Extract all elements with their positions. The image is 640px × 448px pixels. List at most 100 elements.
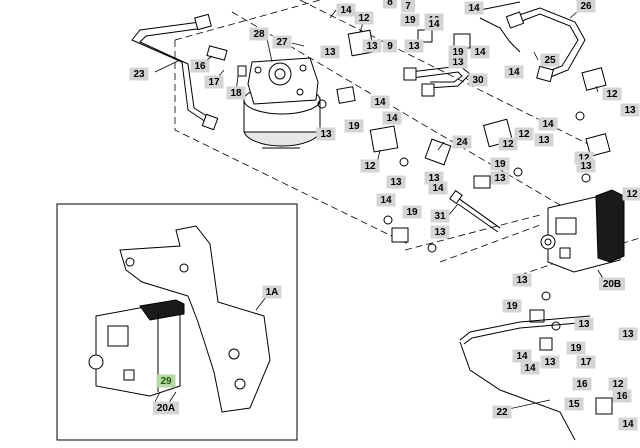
callout-13: 13 [404,39,424,53]
callout-box [566,341,586,355]
callout-box [534,133,554,147]
callout-text: 14 [386,113,398,124]
callout-text: 14 [542,119,554,130]
callout-14: 14 [428,181,448,195]
hydraulic-tube-30 [403,65,471,97]
callout-text: 14 [428,19,440,30]
callout-box [470,45,490,59]
callout-12: 12 [602,87,622,101]
callout-12: 12 [360,159,380,173]
callout-text: 13 [390,177,402,188]
callout-text: 12 [502,139,514,150]
callout-text: 24 [456,137,468,148]
callout-box [498,137,518,151]
callout-14: 14 [538,117,558,131]
callout-box [129,67,149,81]
callout-20b: 20B [599,277,625,291]
callout-19: 19 [344,119,364,133]
callout-14: 14 [336,3,356,17]
callout-13: 13 [430,225,450,239]
callout-24: 24 [452,135,472,149]
callout-box [574,317,594,331]
callout-text: 1A [266,287,279,298]
callout-box [618,417,638,431]
callout-box [564,397,584,411]
callout-14: 14 [464,1,484,15]
callout-text: 23 [133,69,145,80]
callout-labels: 1A78910121212121212121212131313131313131… [129,0,640,431]
callout-text: 19 [406,207,418,218]
callout-27: 27 [272,35,292,49]
callout-box [512,273,532,287]
callout-box [468,73,488,87]
callout-13: 13 [618,327,638,341]
detail-view [56,203,298,441]
callout-13: 13 [620,103,640,117]
callout-text: 12 [626,189,638,200]
callout-text: 29 [160,376,172,387]
callout-15: 15 [564,397,584,411]
callout-box [249,27,269,41]
callout-text: 13 [624,105,636,116]
callout-13: 13 [490,171,510,185]
callout-text: 8 [387,0,393,8]
callout-14: 14 [618,417,638,431]
callout-box [602,87,622,101]
callout-13: 13 [574,317,594,331]
callout-box [424,171,444,185]
callout-text: 18 [230,88,242,99]
callout-box [504,65,524,79]
callout-box [452,135,472,149]
callout-box [430,209,450,223]
callout-text: 25 [544,55,556,66]
callout-16: 16 [572,377,592,391]
callout-13: 13 [448,55,468,69]
callout-box [401,0,415,13]
callout-30: 30 [468,73,488,87]
callout-14: 14 [382,111,402,125]
callout-23: 23 [129,67,149,81]
steering-valve-part [243,57,321,149]
callout-box [402,205,422,219]
callout-text: 19 [506,301,518,312]
callout-14: 14 [504,65,524,79]
callout-text: 12 [358,13,370,24]
callout-text: 17 [208,77,220,88]
callout-box [520,361,540,375]
callout-box [360,159,380,173]
callout-text: 12 [518,129,530,140]
callout-box [599,277,625,291]
callout-box [514,127,534,141]
callout-text: 22 [496,407,508,418]
callout-9: 9 [383,39,397,53]
callout-text: 19 [348,121,360,132]
callout-box [400,13,420,27]
callout-text: 14 [340,5,352,16]
callout-text: 13 [622,329,634,340]
callout-text: 13 [516,275,528,286]
callout-box [448,45,468,59]
callout-box [272,35,292,49]
callout-text: 16 [616,391,628,402]
callout-box [540,355,560,369]
callout-box [572,377,592,391]
callout-box [383,39,397,53]
callout-text: 14 [508,67,520,78]
callout-25: 25 [540,53,560,67]
callout-13: 13 [540,355,560,369]
callout-text: 14 [468,3,480,14]
callout-box [620,103,640,117]
callout-box [404,39,424,53]
callout-7: 7 [401,0,415,13]
callout-12: 12 [608,377,628,391]
callout-text: 19 [452,47,464,58]
callout-12: 12 [354,11,374,25]
callout-box [492,405,512,419]
callout-text: 13 [408,41,420,52]
callout-box [354,11,374,25]
callout-13: 13 [424,171,444,185]
callout-13: 13 [386,175,406,189]
callout-13: 13 [316,127,336,141]
hydraulic-tube-26 [469,1,586,83]
callout-14: 14 [376,193,396,207]
